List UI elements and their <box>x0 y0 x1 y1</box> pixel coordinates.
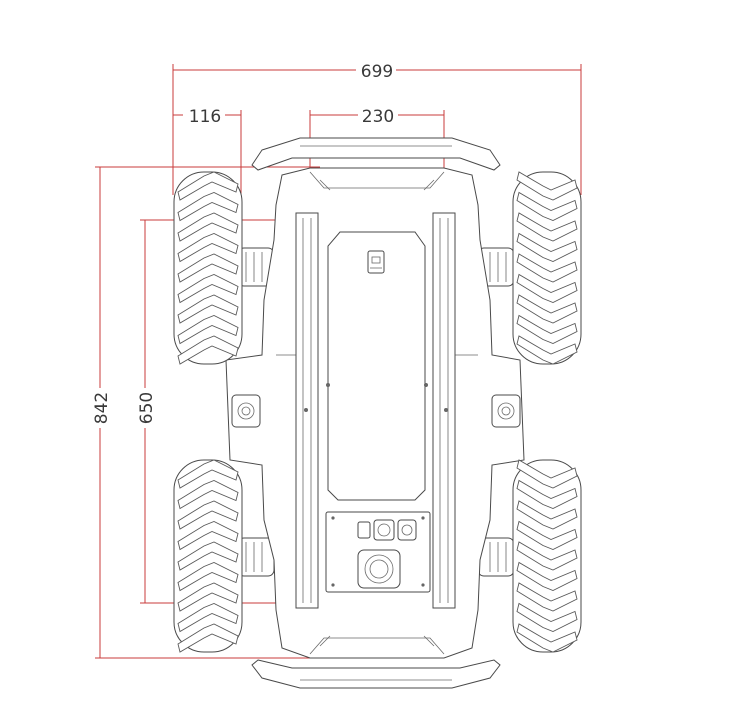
dim-overall-width: 699 <box>172 60 582 195</box>
tread-lug <box>516 602 578 632</box>
tread-lug <box>516 623 578 653</box>
tread-lug <box>177 274 239 304</box>
wheel-front-right <box>512 171 582 365</box>
tread-lug <box>516 561 578 591</box>
wheel-rear-right <box>512 459 582 653</box>
dim-wheel-width: 116 <box>173 105 242 195</box>
tread-lug <box>516 541 578 571</box>
wheels <box>173 171 582 653</box>
tread-lug <box>177 171 239 201</box>
tread-lug <box>516 500 578 530</box>
wheel-front-left <box>173 171 243 365</box>
tread-lug <box>177 500 239 530</box>
rear-bumper <box>251 659 501 689</box>
tread-lug <box>516 479 578 509</box>
tread-lug <box>177 294 239 324</box>
tread-lug <box>177 603 239 633</box>
tread-lug <box>177 582 239 612</box>
power-switch-icon <box>357 519 417 541</box>
dim-inner-track: 230 <box>309 105 445 175</box>
tread-lug <box>177 335 239 365</box>
battery-lock-icon <box>367 250 385 274</box>
tread-lug <box>516 520 578 550</box>
dim-inner-track-label: 230 <box>362 107 394 127</box>
tread-lug <box>177 541 239 571</box>
tread-lug <box>177 623 239 653</box>
tread-lug <box>516 191 578 221</box>
tread-lug <box>177 459 239 489</box>
tread-lug <box>516 212 578 242</box>
tread-lug <box>177 192 239 222</box>
tread-lug <box>516 232 578 262</box>
dim-overall-length: 842 <box>90 166 330 659</box>
tread-lug <box>177 480 239 510</box>
tread-lug <box>177 562 239 592</box>
tread-lug <box>516 335 578 365</box>
rear-control-panel <box>325 511 431 593</box>
side-mount-left <box>231 394 261 428</box>
top-cover-plate <box>304 231 448 501</box>
tread-lug <box>516 582 578 612</box>
tread-lug <box>516 273 578 303</box>
tread-lug <box>177 233 239 263</box>
dim-overall-length-label: 842 <box>92 392 112 424</box>
wheel-rear-left <box>173 459 243 653</box>
dim-wheelbase-label: 650 <box>137 392 157 424</box>
dimension-lines: 699 116 230 842 <box>90 60 582 659</box>
tread-lug <box>516 294 578 324</box>
side-mount-right <box>491 394 521 428</box>
front-bumper <box>251 137 501 171</box>
dim-overall-width-label: 699 <box>361 62 393 82</box>
dim-wheel-width-label: 116 <box>189 107 221 127</box>
dim-wheelbase: 650 <box>135 219 300 604</box>
tread-lug <box>516 314 578 344</box>
tread-lug <box>177 315 239 345</box>
tread-lug <box>516 253 578 283</box>
tread-lug <box>516 171 578 201</box>
fan-icon <box>357 549 401 589</box>
tread-lug <box>177 253 239 283</box>
tread-lug <box>177 521 239 551</box>
tread-lug <box>177 212 239 242</box>
tread-lug <box>516 459 578 489</box>
side-rail-right <box>432 212 456 609</box>
